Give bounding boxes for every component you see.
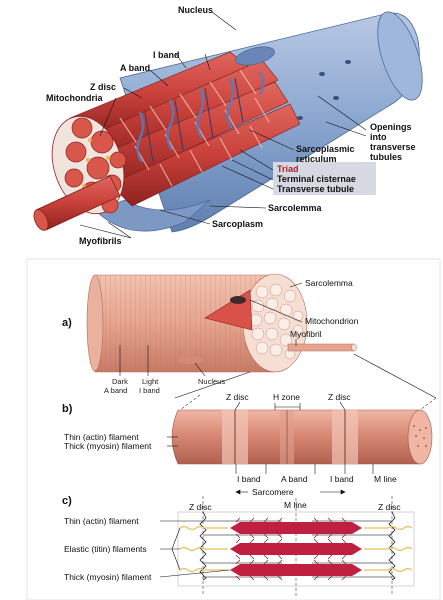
label-triad: Triad Terminal cisternae Transverse tubu… [277,164,358,194]
label-z-disc-b2: Z disc [328,392,351,402]
sarcomere-arrow [235,489,346,495]
section-c-label: c) [62,495,72,507]
myofibril-extension [287,343,355,352]
label-z-disc-c2: Z disc [378,502,401,512]
myosin-filaments [230,522,362,576]
label-i-band-top: I band [153,50,180,60]
label-thin-filament-b: Thin (actin) filament [64,432,139,442]
sarcolemma-curl [94,199,211,232]
label-m-line-b: M line [374,474,397,484]
label-mitochondria: Mitochondria [46,93,103,103]
label-m-line-c: M line [284,500,307,510]
label-myofibrils: Myofibrils [79,236,122,246]
sleeve-end [377,11,423,101]
label-thin-filament-c: Thin (actin) filament [64,516,139,526]
label-nucleus-a: Nucleus [198,377,225,386]
label-i-band-b2: I band [330,474,354,484]
top-illustration: Nucleus I band A band Z disc Mitochondri… [33,5,423,246]
mitochondrion-a [230,296,246,304]
nucleus [235,46,275,66]
label-light-i-band: Light I band [139,377,160,395]
label-z-disc-top: Z disc [90,82,116,92]
label-sarcolemma-top: Sarcolemma [268,203,323,213]
section-b: b) [62,392,437,497]
label-elastic-filaments: Elastic (titin) filaments [64,544,147,554]
label-sarcoplasmic-reticulum: Sarcoplasmic reticulum [296,144,357,164]
label-z-disc-b1: Z disc [226,392,249,402]
myofibril-b [171,409,421,465]
label-sarcomere: Sarcomere [252,487,294,497]
bands-b [222,410,358,464]
label-sarcoplasm: Sarcoplasm [212,219,263,229]
section-c: c) [62,495,415,596]
label-a-band-b: A band [281,474,308,484]
label-z-disc-c1: Z disc [189,502,212,512]
section-a: a) Sarcolemma [62,273,437,399]
triad-box [273,162,376,195]
label-a-band-top: A band [120,63,150,73]
section-b-label: b) [62,403,73,415]
label-i-band-b1: I band [237,474,261,484]
label-h-zone: H zone [273,392,300,402]
label-thick-filament-c: Thick (myosin) filament [64,572,152,582]
label-openings: Openings into transverse tubules [370,122,418,162]
label-thick-filament-b: Thick (myosin) filament [64,441,152,451]
myofibril-rods [69,51,301,207]
label-dark-a-band: Dark A band [104,377,130,395]
label-nucleus-top: Nucleus [178,5,213,15]
label-myofibril-a: Myofibril [290,329,322,339]
label-mitochondrion-a: Mitochondrion [305,316,359,326]
section-a-label: a) [62,317,72,329]
label-sarcolemma-a: Sarcolemma [305,278,353,288]
